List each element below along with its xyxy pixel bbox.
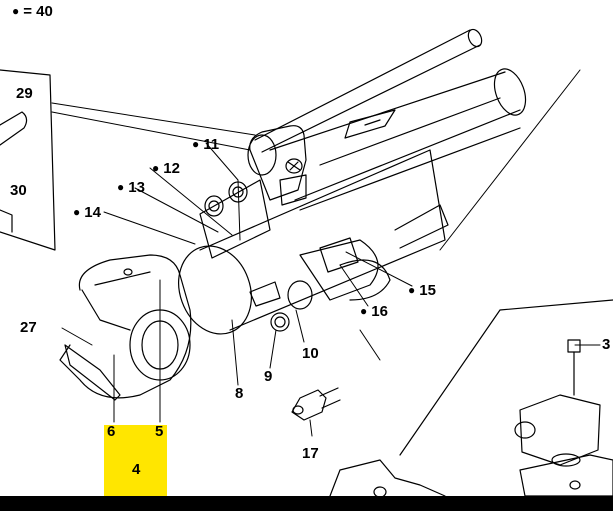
clevis-fork — [59, 254, 192, 401]
bolt-17 — [291, 387, 341, 421]
inset-detail-right — [329, 299, 613, 498]
cylinder-body — [178, 149, 449, 335]
callout-8[interactable]: 8 — [235, 385, 244, 402]
callout-29[interactable]: 29 — [16, 85, 33, 102]
callout-13[interactable]: 13 — [117, 180, 145, 195]
inset-detail-left — [0, 69, 56, 251]
callout-12[interactable]: 12 — [152, 161, 180, 176]
mid-bolts — [199, 179, 271, 259]
callout-27[interactable]: 27 — [20, 319, 37, 336]
callout-6[interactable]: 6 — [107, 423, 116, 440]
callout-4[interactable]: 4 — [132, 461, 141, 478]
callout-3[interactable]: 3 — [602, 336, 611, 353]
callout-14[interactable]: 14 — [73, 205, 101, 220]
callout-11[interactable]: 11 — [192, 137, 219, 152]
callout-10[interactable]: 10 — [302, 345, 319, 362]
callout-9[interactable]: 9 — [264, 368, 273, 385]
callout-5[interactable]: 5 — [155, 423, 164, 440]
callout-16[interactable]: 16 — [360, 304, 388, 319]
callout-17[interactable]: 17 — [302, 445, 319, 462]
bottom-bar — [0, 496, 613, 511]
callout-30[interactable]: 30 — [10, 182, 27, 199]
legend-label: = 40 — [12, 4, 53, 19]
callout-15[interactable]: 15 — [408, 283, 436, 298]
piston-rod-assembly — [254, 28, 527, 211]
rod-clamp — [247, 125, 307, 206]
